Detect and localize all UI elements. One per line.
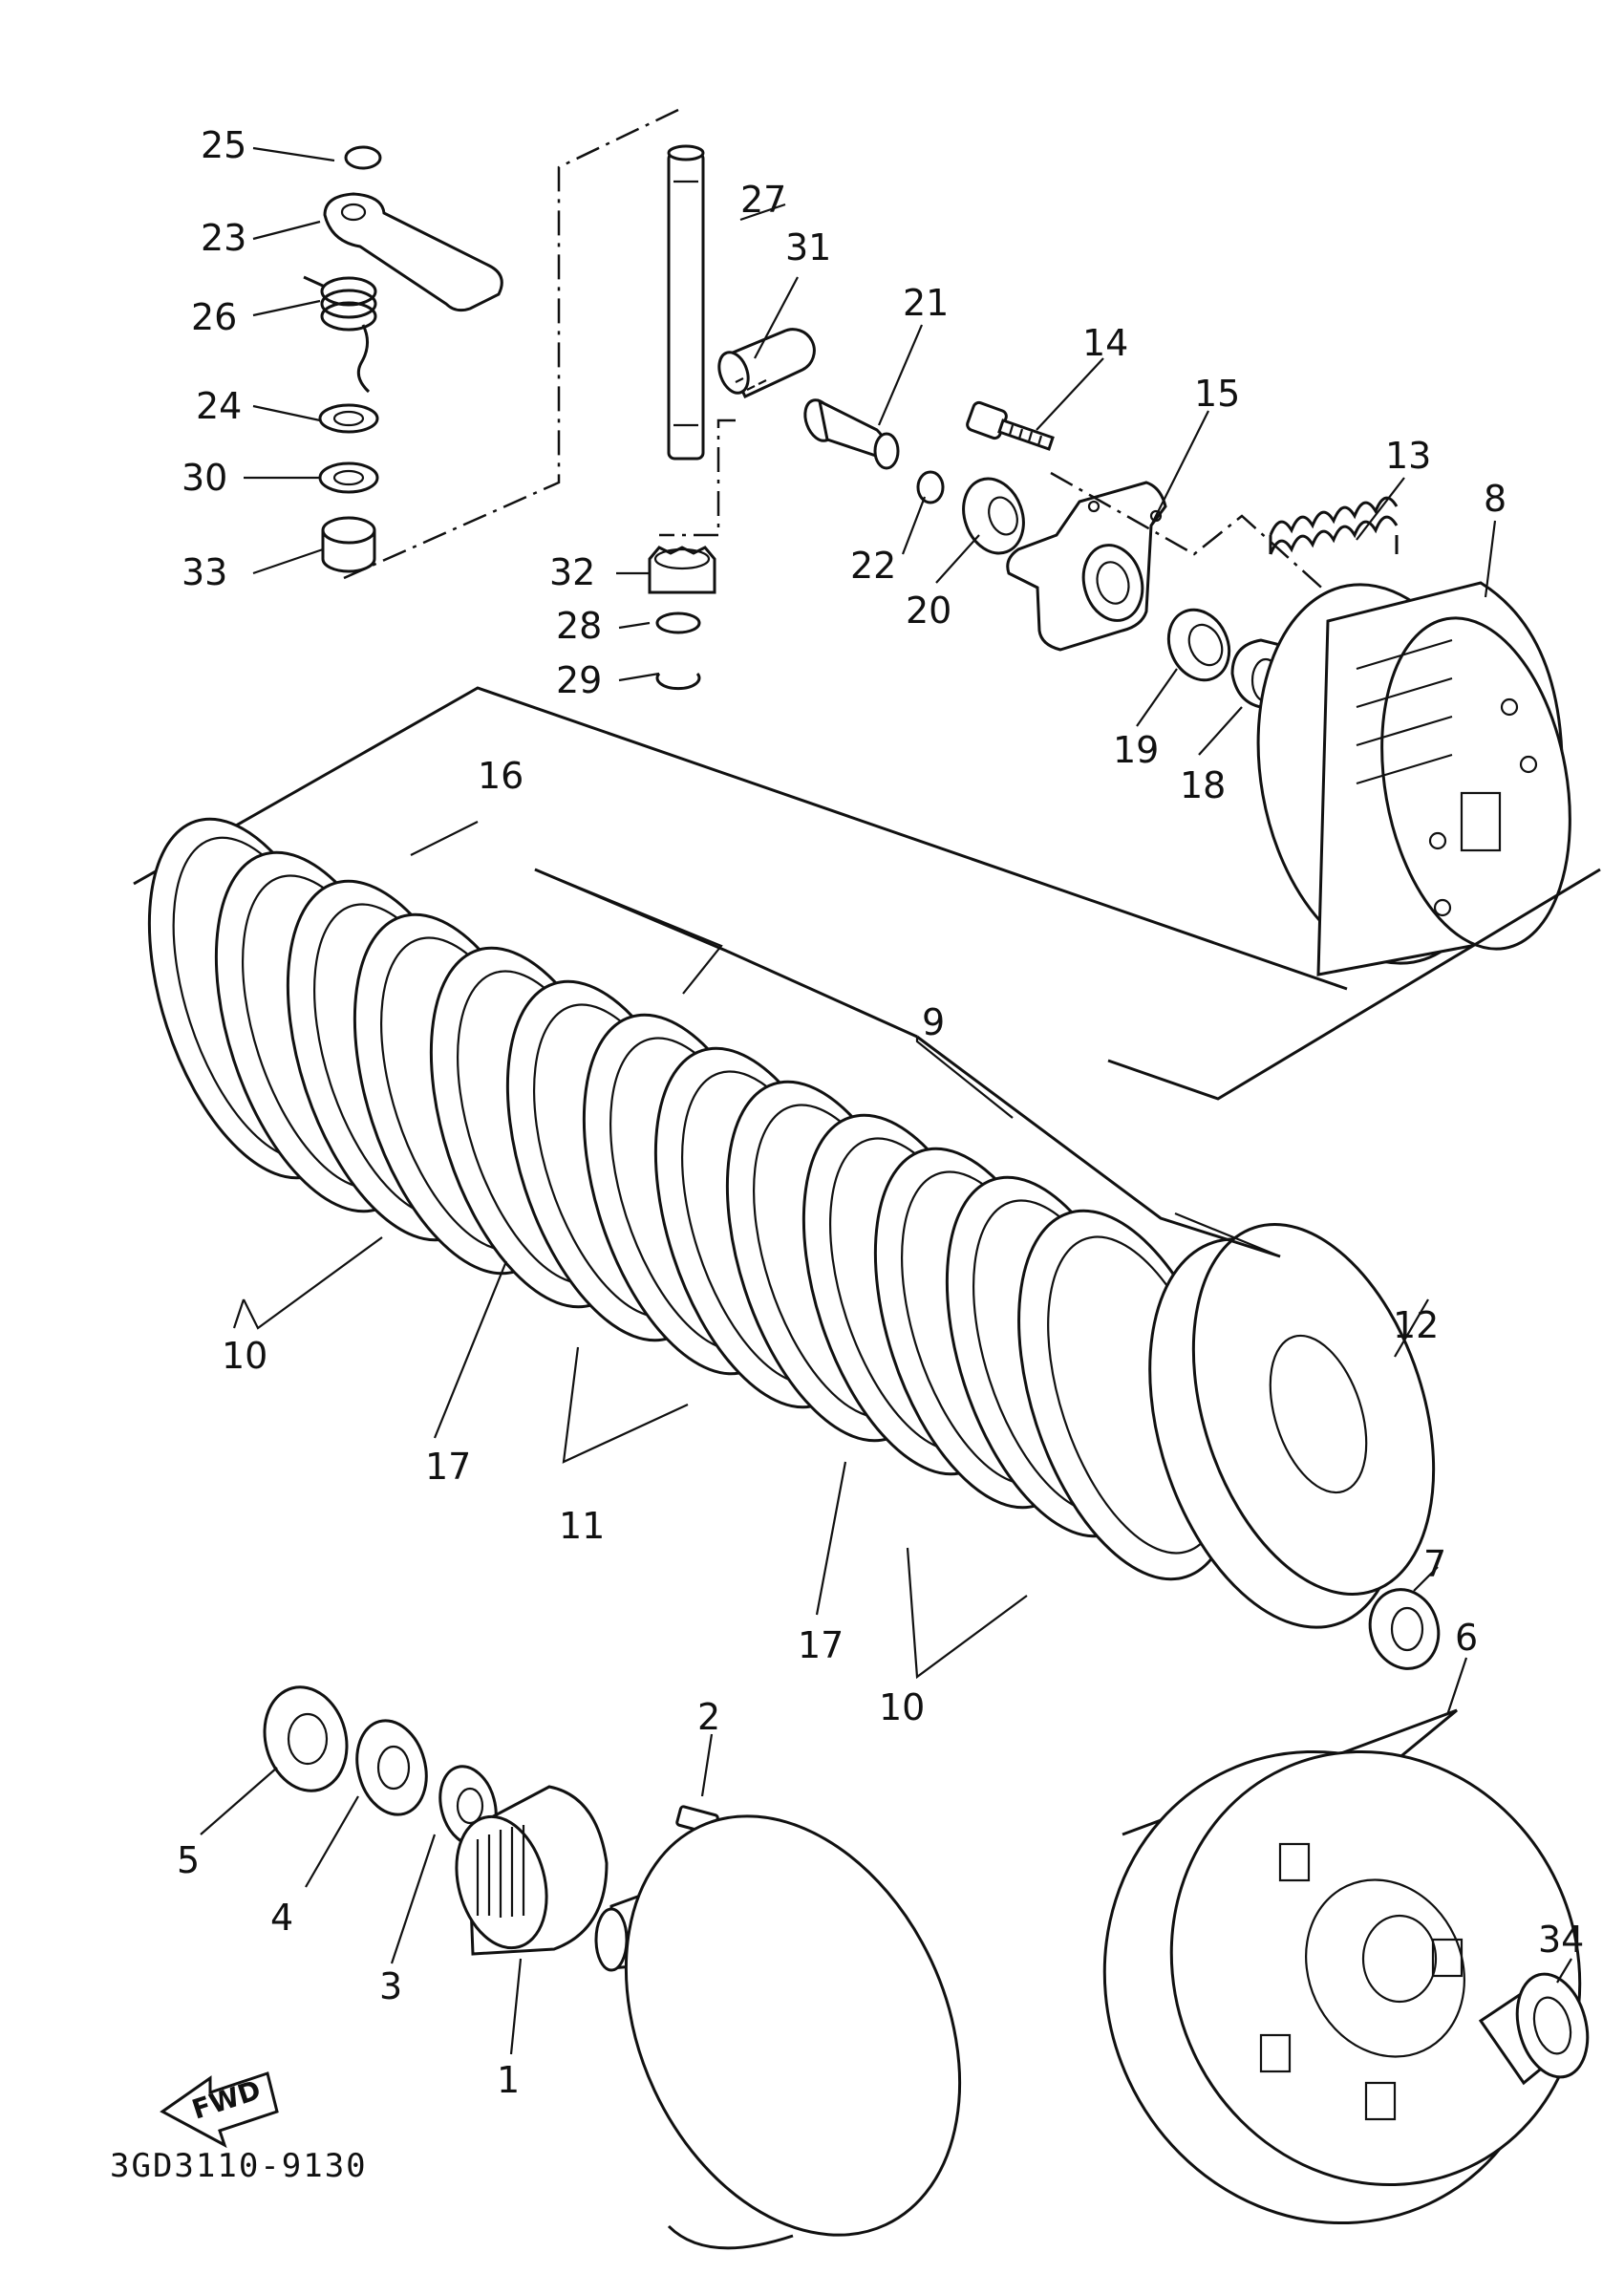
label-27: 27	[740, 179, 786, 221]
label-5: 5	[177, 1839, 200, 1881]
part-24-washer	[318, 403, 379, 434]
label-6: 6	[1455, 1617, 1478, 1659]
fwd-direction-arrow: FWD	[160, 2071, 279, 2149]
part-27-shaft	[667, 144, 705, 461]
part-13-spring	[1269, 496, 1399, 555]
part-4-washer	[355, 1719, 428, 1816]
part-26-spring	[303, 275, 377, 394]
label-7: 7	[1423, 1543, 1446, 1585]
label-8: 8	[1484, 478, 1506, 520]
part-33-collar	[321, 516, 376, 573]
label-33: 33	[182, 551, 227, 593]
part-8-clutch-boss	[1256, 581, 1571, 976]
label-15: 15	[1194, 373, 1240, 415]
part-31-gear	[717, 328, 816, 398]
part-30-washer	[318, 461, 379, 494]
label-23: 23	[201, 217, 246, 259]
label-31: 31	[785, 226, 831, 268]
label-16: 16	[478, 755, 524, 797]
part-1-gear	[455, 1785, 609, 1956]
diagram-code: 3GD3110-9130	[110, 2147, 368, 2185]
part-23-lever	[323, 192, 503, 312]
leader-lines	[200, 146, 1572, 2055]
part-22-oring	[916, 470, 945, 504]
lever-assembly	[303, 108, 679, 580]
label-4: 4	[270, 1897, 293, 1939]
label-19: 19	[1113, 729, 1159, 771]
part-labels: 25 23 26 24 30 33 27 31 21 14 15 13 8 22…	[177, 124, 1584, 2101]
part-5-nut	[263, 1685, 349, 1792]
label-2: 2	[697, 1696, 720, 1738]
label-12: 12	[1393, 1304, 1439, 1346]
label-34: 34	[1538, 1919, 1584, 1961]
label-25: 25	[201, 124, 246, 166]
label-26: 26	[191, 296, 237, 338]
label-29: 29	[556, 659, 602, 701]
part-34-bushing	[1478, 1972, 1590, 2086]
part-28-washer	[655, 611, 701, 634]
part-29-circlip	[655, 672, 701, 691]
label-10b: 10	[879, 1686, 925, 1728]
part-15-plate	[1006, 481, 1167, 652]
mainshaft-assembly	[594, 1814, 962, 2250]
part-12-pressure-plate	[1148, 1222, 1436, 1629]
label-11: 11	[559, 1505, 605, 1547]
clutch-plate-stack	[147, 817, 1237, 1581]
part-25-circlip	[344, 145, 382, 170]
label-3: 3	[379, 1965, 402, 2007]
label-13: 13	[1385, 435, 1431, 477]
label-30: 30	[182, 457, 227, 499]
part-7-lockwasher	[1368, 1588, 1441, 1670]
label-28: 28	[556, 605, 602, 647]
label-18: 18	[1180, 764, 1226, 806]
part-19-nut	[1166, 608, 1231, 682]
label-24: 24	[196, 385, 242, 427]
label-10a: 10	[222, 1335, 267, 1377]
label-32: 32	[549, 551, 595, 593]
label-9: 9	[922, 1001, 945, 1043]
part-6-clutch-housing	[1102, 1708, 1582, 2225]
part-32-pinion	[648, 546, 716, 594]
label-22: 22	[850, 545, 896, 587]
part-14-bolt	[966, 400, 1055, 451]
label-17a: 17	[425, 1446, 471, 1488]
label-21: 21	[903, 282, 949, 324]
label-20: 20	[906, 590, 951, 632]
label-14: 14	[1082, 322, 1128, 364]
label-1: 1	[497, 2059, 520, 2101]
label-17b: 17	[798, 1624, 844, 1666]
part-21-pushrod	[803, 398, 900, 470]
